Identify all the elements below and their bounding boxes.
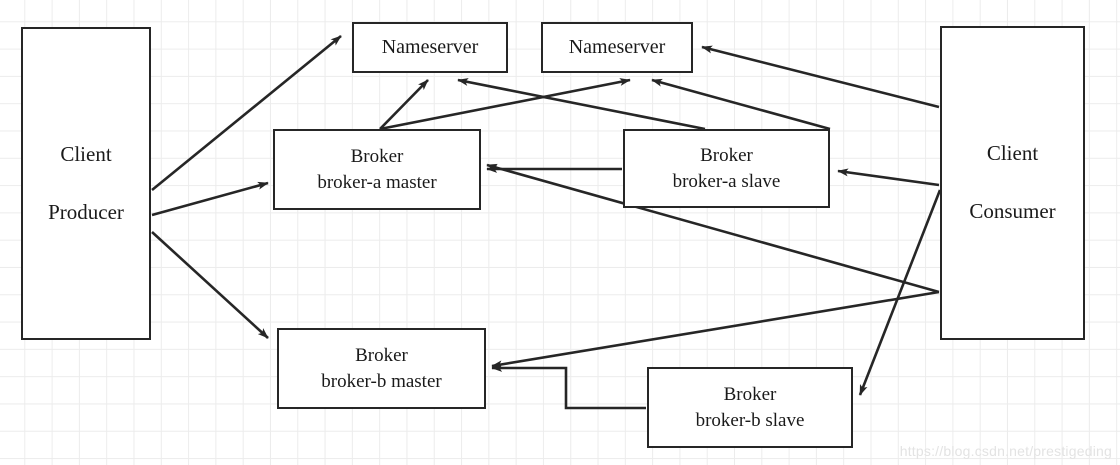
- edge-producer-to-broker-a-master: [151, 181, 269, 217]
- node-client-producer-line1: Client: [60, 141, 112, 166]
- node-nameserver-right-label: Nameserver: [568, 36, 666, 59]
- node-client-consumer-line2: Consumer: [969, 199, 1056, 223]
- node-broker-a-slave-line1: Broker: [700, 145, 753, 167]
- watermark-text: https://blog.csdn.net/prestigeding: [899, 443, 1112, 459]
- node-broker-b-master[interactable]: Broker broker-b master: [277, 328, 486, 409]
- node-broker-a-slave[interactable]: Broker broker-a slave: [623, 129, 830, 208]
- node-client-producer-line2: Producer: [48, 199, 124, 224]
- node-broker-b-slave-line1: Broker: [723, 384, 777, 406]
- node-broker-b-slave-line2: broker-b slave: [695, 409, 805, 431]
- edge-consumer-to-broker-a-master: [486, 163, 940, 294]
- node-broker-a-slave-line2: broker-a slave: [672, 170, 781, 192]
- node-nameserver-left[interactable]: Nameserver: [352, 22, 508, 73]
- node-broker-a-master-line2: broker-a master: [317, 171, 437, 193]
- edge-producer-to-nameserver-left: [151, 34, 342, 192]
- edge-consumer-to-broker-b-master: [491, 290, 940, 369]
- edge-producer-to-broker-b-master: [151, 231, 269, 339]
- node-nameserver-right[interactable]: Nameserver: [541, 22, 693, 73]
- edge-broker-b-slave-to-broker-b-master: [491, 364, 646, 410]
- edge-broker-a-slave-to-nameserver-right: [651, 78, 831, 131]
- node-broker-a-master-line1: Broker: [350, 146, 404, 168]
- edge-consumer-to-broker-a-slave: [837, 168, 940, 187]
- edge-consumer-to-broker-b-slave: [858, 189, 942, 396]
- node-client-producer[interactable]: Client Producer: [21, 27, 151, 340]
- edge-broker-a-master-to-nameserver-left: [379, 79, 429, 130]
- node-broker-b-slave[interactable]: Broker broker-b slave: [647, 367, 853, 448]
- node-nameserver-left-label: Nameserver: [381, 36, 479, 59]
- edge-consumer-to-nameserver-right: [701, 45, 940, 109]
- edge-broker-a-slave-to-nameserver-left: [457, 78, 706, 131]
- node-client-consumer-line1: Client: [986, 141, 1039, 166]
- node-broker-b-master-line1: Broker: [355, 345, 408, 367]
- node-client-consumer[interactable]: Client Consumer: [940, 26, 1085, 340]
- node-broker-a-master[interactable]: Broker broker-a master: [273, 129, 481, 210]
- edge-broker-a-master-to-nameserver-right: [379, 78, 631, 131]
- node-broker-b-master-line2: broker-b master: [321, 370, 442, 392]
